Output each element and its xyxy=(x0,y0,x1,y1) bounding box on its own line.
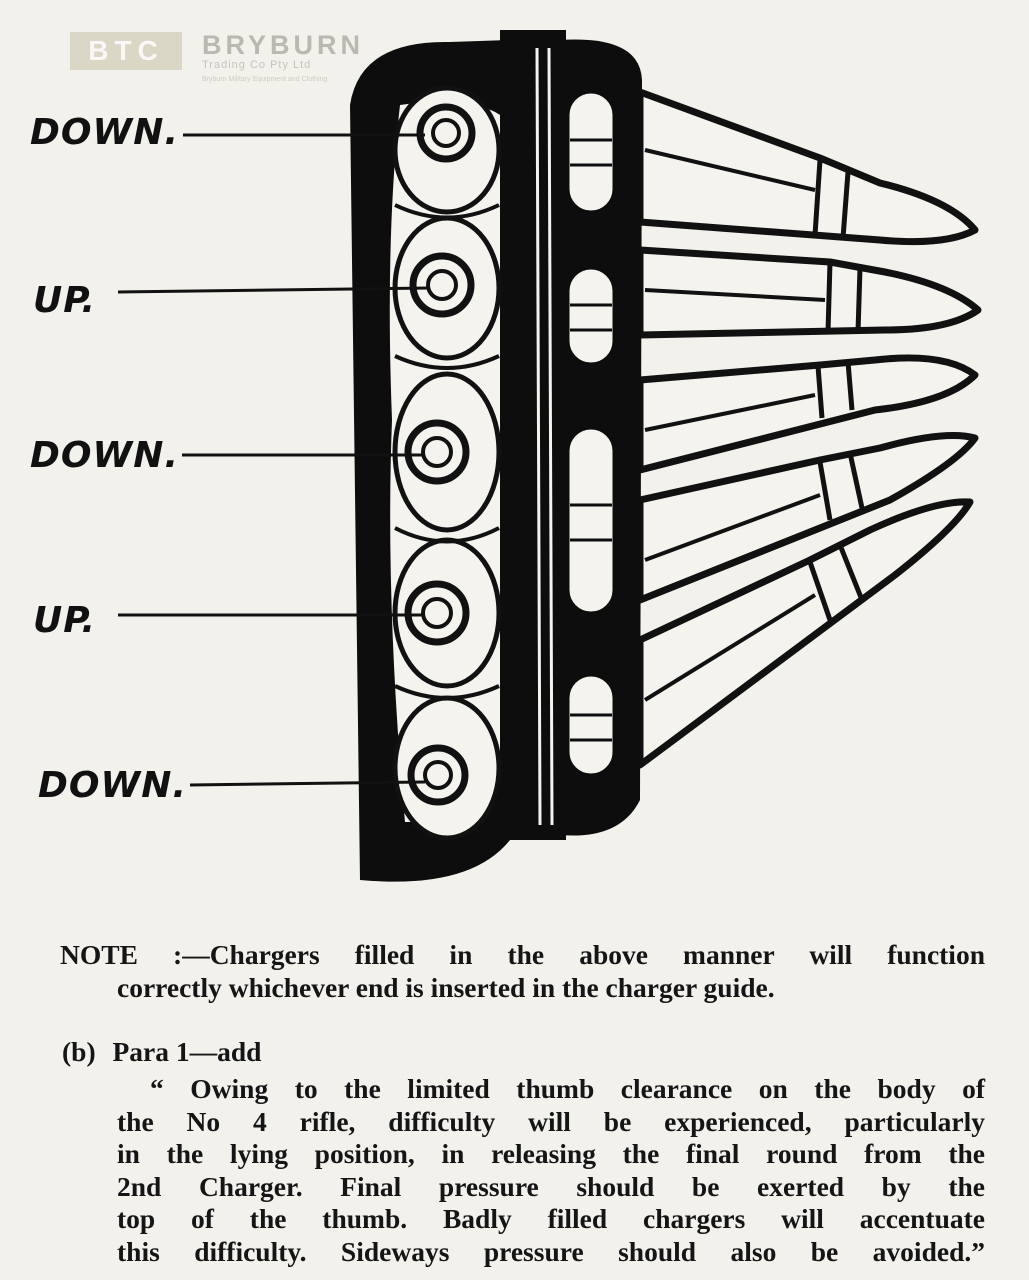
label-up-2: UP. xyxy=(33,600,97,641)
watermark: BTC BRYBURN Trading Co Pty Ltd Bryburn M… xyxy=(70,30,400,92)
case-shading xyxy=(643,148,826,702)
watermark-company: BRYBURN xyxy=(202,30,364,60)
label-up-1: UP. xyxy=(33,280,97,321)
case-bands xyxy=(807,159,865,621)
note-line-2: correctly whichever end is inserted in t… xyxy=(117,972,775,1003)
note-line-1: NOTE :—Chargers filled in the above mann… xyxy=(60,939,985,970)
label-down-1: DOWN. xyxy=(30,112,179,153)
quote-line: “ Owing to the limited thumb clearance o… xyxy=(150,1073,985,1104)
charger-illustration xyxy=(117,30,982,882)
charger-spine xyxy=(500,30,566,840)
para-b-heading: (b) Para 1—add xyxy=(62,1036,261,1068)
leader-lines xyxy=(117,133,431,787)
quote-line: in the lying position, in releasing the … xyxy=(117,1138,985,1169)
watermark-logo: BTC xyxy=(70,32,182,70)
rim-outline xyxy=(394,203,500,700)
quote-line: this difficulty. Sideways pressure shoul… xyxy=(117,1235,985,1267)
primer-centres xyxy=(421,118,461,790)
watermark-subtitle: Trading Co Pty Ltd xyxy=(202,59,312,71)
label-down-3: DOWN. xyxy=(38,765,187,806)
bullet-tips xyxy=(636,88,982,769)
para-b-title: Para 1—add xyxy=(112,1036,262,1067)
slot-ribs xyxy=(570,138,612,742)
quote-line: 2nd Charger. Final pressure should be ex… xyxy=(117,1170,985,1202)
spine-ridges xyxy=(535,47,554,826)
watermark-tagline: Bryburn Military Equipment and Clothing xyxy=(202,76,328,83)
quote-line: the No 4 rifle, difficulty will be exper… xyxy=(117,1105,985,1137)
quote-line: top of the thumb. Badly filled chargers … xyxy=(117,1203,985,1234)
para-b-quote: “ Owing to the limited thumb clearance o… xyxy=(117,1073,985,1268)
note-paragraph: NOTE :—Chargers filled in the above mann… xyxy=(60,938,985,1004)
charger-slots xyxy=(566,90,616,777)
label-down-2: DOWN. xyxy=(30,435,179,476)
para-b-marker: (b) xyxy=(62,1036,96,1067)
